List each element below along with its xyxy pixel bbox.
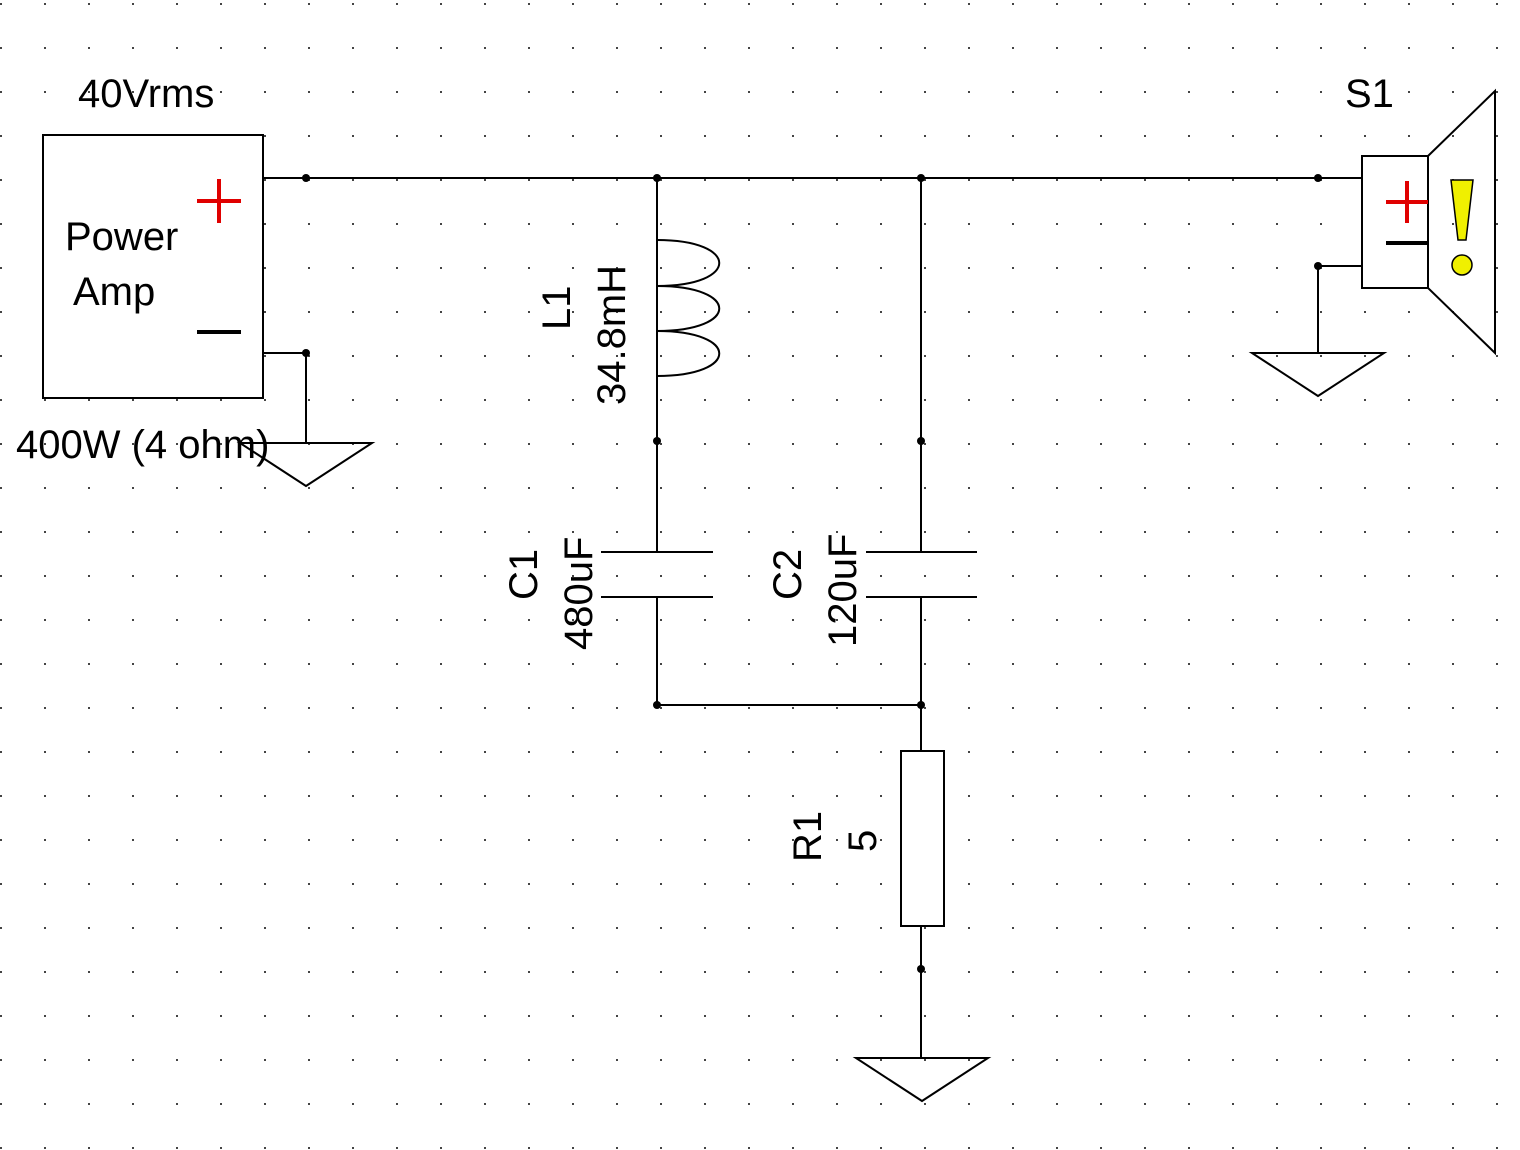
junction-dot bbox=[917, 174, 925, 182]
junction-dot bbox=[302, 349, 310, 357]
amp-rating-label: 400W (4 ohm) bbox=[16, 423, 269, 467]
amp-voltage-label: 40Vrms bbox=[78, 72, 214, 116]
exclamation-warning-icon bbox=[1450, 179, 1474, 276]
capacitor-c2[interactable]: C2 120uF bbox=[766, 534, 977, 647]
junction-dot bbox=[1314, 262, 1322, 270]
speaker-body[interactable] bbox=[1361, 155, 1429, 289]
inductor-coil[interactable] bbox=[656, 239, 720, 377]
junction-dot bbox=[653, 437, 661, 445]
amp-plus-icon bbox=[197, 179, 241, 223]
l1-ref-label: L1 bbox=[535, 286, 579, 331]
ground-icon[interactable] bbox=[852, 1057, 992, 1103]
junction-dot bbox=[302, 174, 310, 182]
junctions bbox=[302, 174, 1322, 973]
power-amp[interactable]: 40Vrms Power Amp 400W (4 ohm) bbox=[16, 72, 269, 467]
junction-dot bbox=[653, 701, 661, 709]
junction-dot bbox=[653, 174, 661, 182]
speaker-ref-label: S1 bbox=[1345, 72, 1394, 116]
junction-dot bbox=[917, 437, 925, 445]
l1-value-label: 34.8mH bbox=[590, 265, 634, 405]
amp-title-line2: Amp bbox=[73, 270, 155, 314]
speaker-plus-icon bbox=[1386, 181, 1428, 223]
r1-ref-label: R1 bbox=[786, 811, 830, 862]
junction-dot bbox=[917, 701, 925, 709]
resistor-r1[interactable]: R1 5 bbox=[786, 750, 945, 927]
capacitor-c1[interactable]: C1 480uF bbox=[502, 537, 713, 650]
speaker-s1[interactable]: S1 bbox=[1345, 72, 1496, 356]
junction-dot bbox=[1314, 174, 1322, 182]
c2-ref-label: C2 bbox=[766, 549, 810, 600]
ground-icon[interactable] bbox=[1248, 352, 1388, 398]
junction-dot bbox=[917, 965, 925, 973]
inductor-l1[interactable]: L1 34.8mH bbox=[535, 239, 720, 405]
r1-value-label: 5 bbox=[841, 830, 885, 852]
wires bbox=[263, 177, 1362, 1058]
c1-value-label: 480uF bbox=[557, 537, 601, 650]
resistor-body[interactable] bbox=[900, 750, 945, 927]
ground-icon[interactable] bbox=[236, 442, 376, 488]
power-amp-body[interactable] bbox=[42, 134, 264, 399]
c2-value-label: 120uF bbox=[821, 534, 865, 647]
c1-ref-label: C1 bbox=[502, 549, 546, 600]
amp-title-line1: Power bbox=[65, 215, 178, 259]
